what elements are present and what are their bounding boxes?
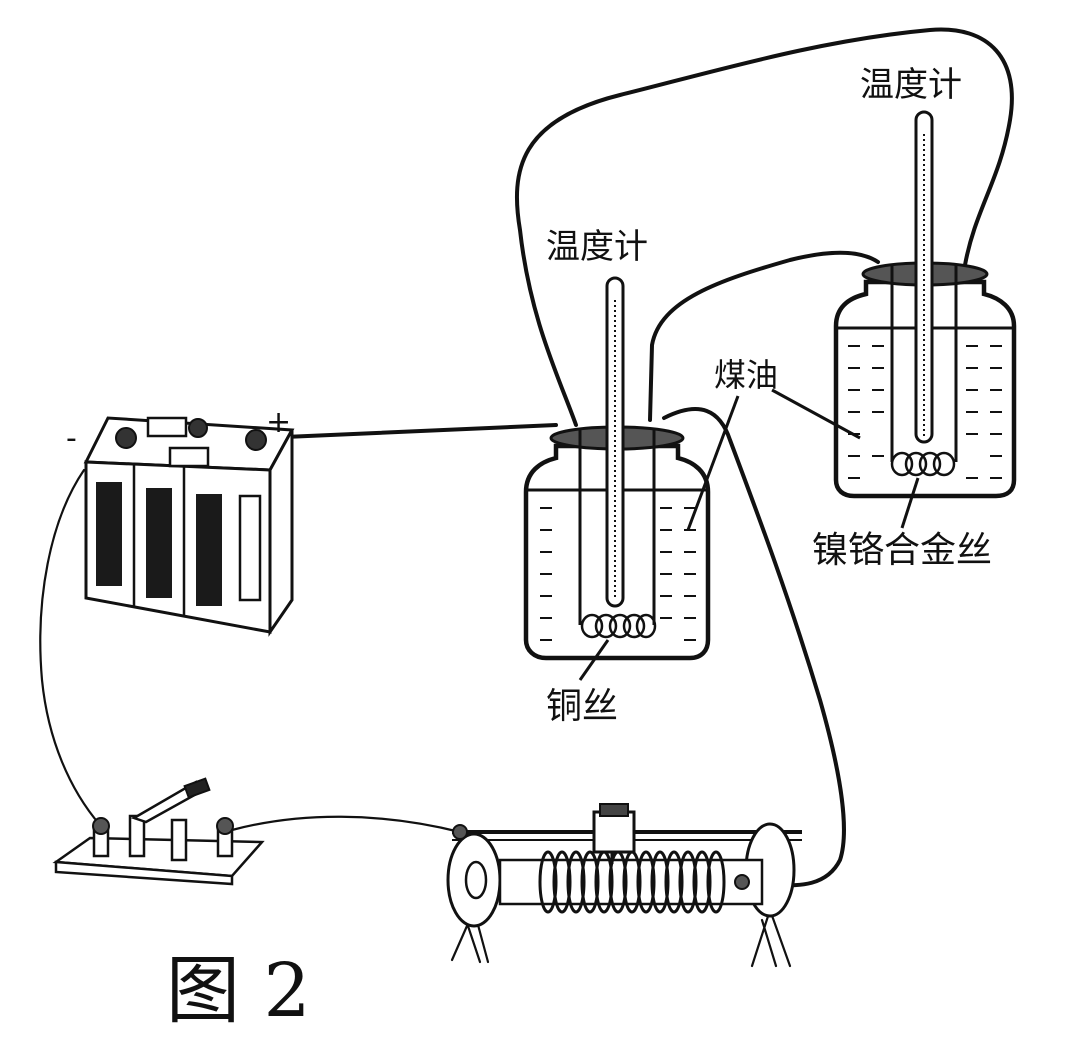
wire-left-jar-to-right-jar	[648, 250, 880, 422]
battery-positive-sign: +	[266, 405, 291, 440]
figure-caption: 图 2	[166, 948, 311, 1034]
rheostat-right-terminal	[734, 874, 750, 890]
label-copper-wire: 铜丝	[546, 686, 618, 727]
side-window	[238, 494, 262, 602]
battery	[83, 416, 295, 637]
right-thermometer	[914, 110, 934, 444]
left-thermometer	[605, 276, 625, 608]
wire-battery-to-switch	[39, 468, 102, 827]
battery-negative-sign: -	[66, 421, 77, 456]
battery-cap-2	[168, 446, 210, 468]
nichrome-wire-coil	[890, 451, 956, 477]
kerosene-pointer-right	[771, 388, 861, 440]
switch-terminal-left	[92, 817, 110, 835]
kerosene-pointer-left	[686, 395, 740, 531]
cell-window-1	[96, 482, 122, 586]
rheostat-tube	[498, 858, 764, 906]
switch-terminal-right	[216, 817, 234, 835]
wire-switch-to-rheostat	[230, 815, 462, 834]
nichrome-wire-pointer	[900, 477, 920, 529]
cell-window-3	[196, 494, 222, 606]
switch-handle	[183, 777, 211, 799]
label-nichrome-wire: 镍铬合金丝	[812, 530, 992, 571]
wire-left-jar-to-right-jar-top	[514, 27, 1014, 427]
left-jar-liquid-dashes	[540, 507, 696, 641]
rheostat-slider-top	[599, 803, 629, 817]
knife-switch	[52, 777, 265, 886]
rheostat-right-legs	[750, 908, 792, 968]
label-thermometer-left: 温度计	[546, 227, 648, 267]
right-jar-liquid-dashes	[848, 345, 1002, 479]
switch-post-3	[170, 818, 188, 862]
terminal-middle	[188, 418, 208, 438]
cell-window-2	[146, 488, 172, 598]
label-kerosene: 煤油	[714, 356, 778, 394]
switch-base-front	[54, 860, 234, 886]
copper-wire-pointer	[578, 639, 610, 681]
switch-post-2	[128, 814, 146, 858]
terminal-positive	[245, 429, 267, 451]
rheostat-left-terminal	[452, 824, 468, 840]
label-thermometer-right: 温度计	[860, 65, 962, 105]
battery-cap-1	[146, 416, 188, 438]
wire-battery-to-left-jar	[260, 423, 558, 440]
terminal-negative	[115, 427, 137, 449]
battery-side	[268, 429, 294, 637]
rheostat-left-plate-inner	[464, 860, 488, 900]
rheostat-slider	[592, 810, 636, 854]
slide-rheostat	[446, 803, 802, 968]
copper-wire-coil	[580, 613, 657, 639]
